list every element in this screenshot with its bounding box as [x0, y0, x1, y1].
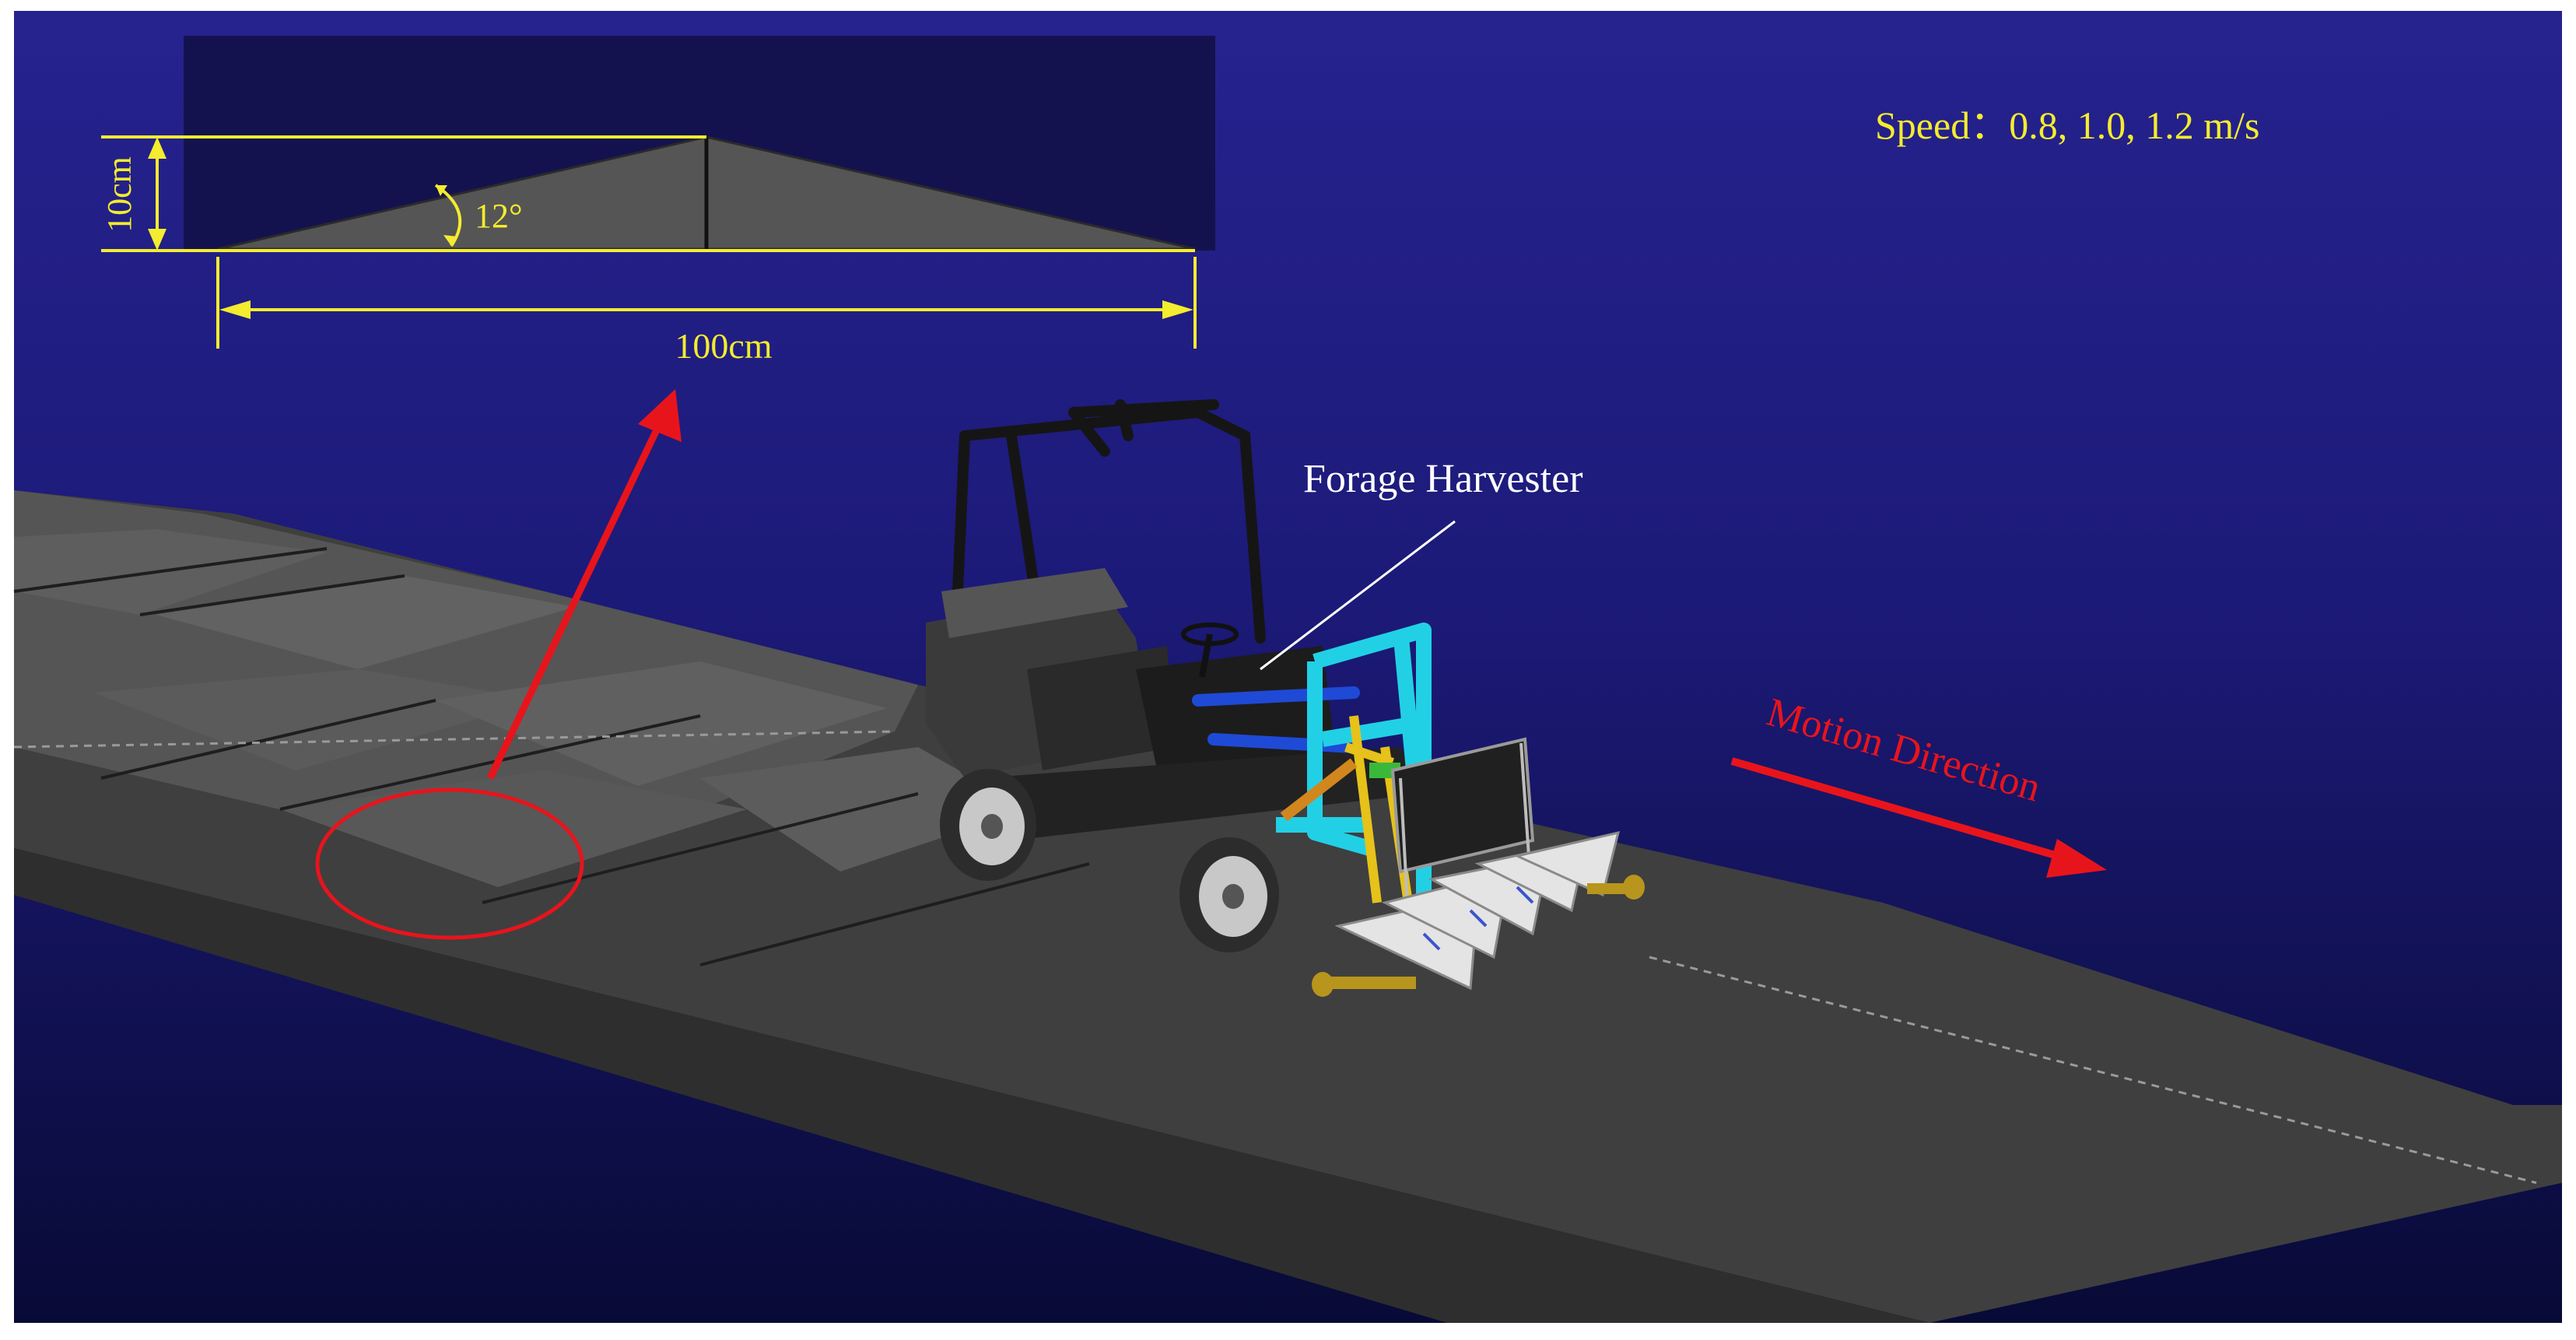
length-dimension-label: 100cm	[675, 326, 772, 366]
height-dimension-label: 10cm	[100, 156, 138, 233]
dimension-lines	[101, 135, 1197, 349]
angle-dimension-label: 12°	[475, 197, 523, 235]
rear-wheel	[940, 769, 1036, 881]
harvester-leader-line	[1260, 520, 1456, 671]
front-wheel	[1179, 837, 1279, 952]
bump-section	[14, 490, 918, 872]
test-road	[13, 490, 2562, 1323]
cutter-cones	[1334, 830, 1621, 991]
harvester-label: Forage Harvester	[1303, 457, 1583, 501]
motion-direction-arrow	[1730, 757, 2107, 878]
bump-profile-inset: 10cm 12° 100cm	[100, 36, 1215, 366]
detail-pointer-arrow	[486, 389, 682, 780]
bump-highlight-ellipse	[315, 788, 584, 940]
forage-harvester-model	[926, 399, 1645, 997]
speed-label: Speed：0.8, 1.0, 1.2 m/s	[1875, 103, 2259, 147]
